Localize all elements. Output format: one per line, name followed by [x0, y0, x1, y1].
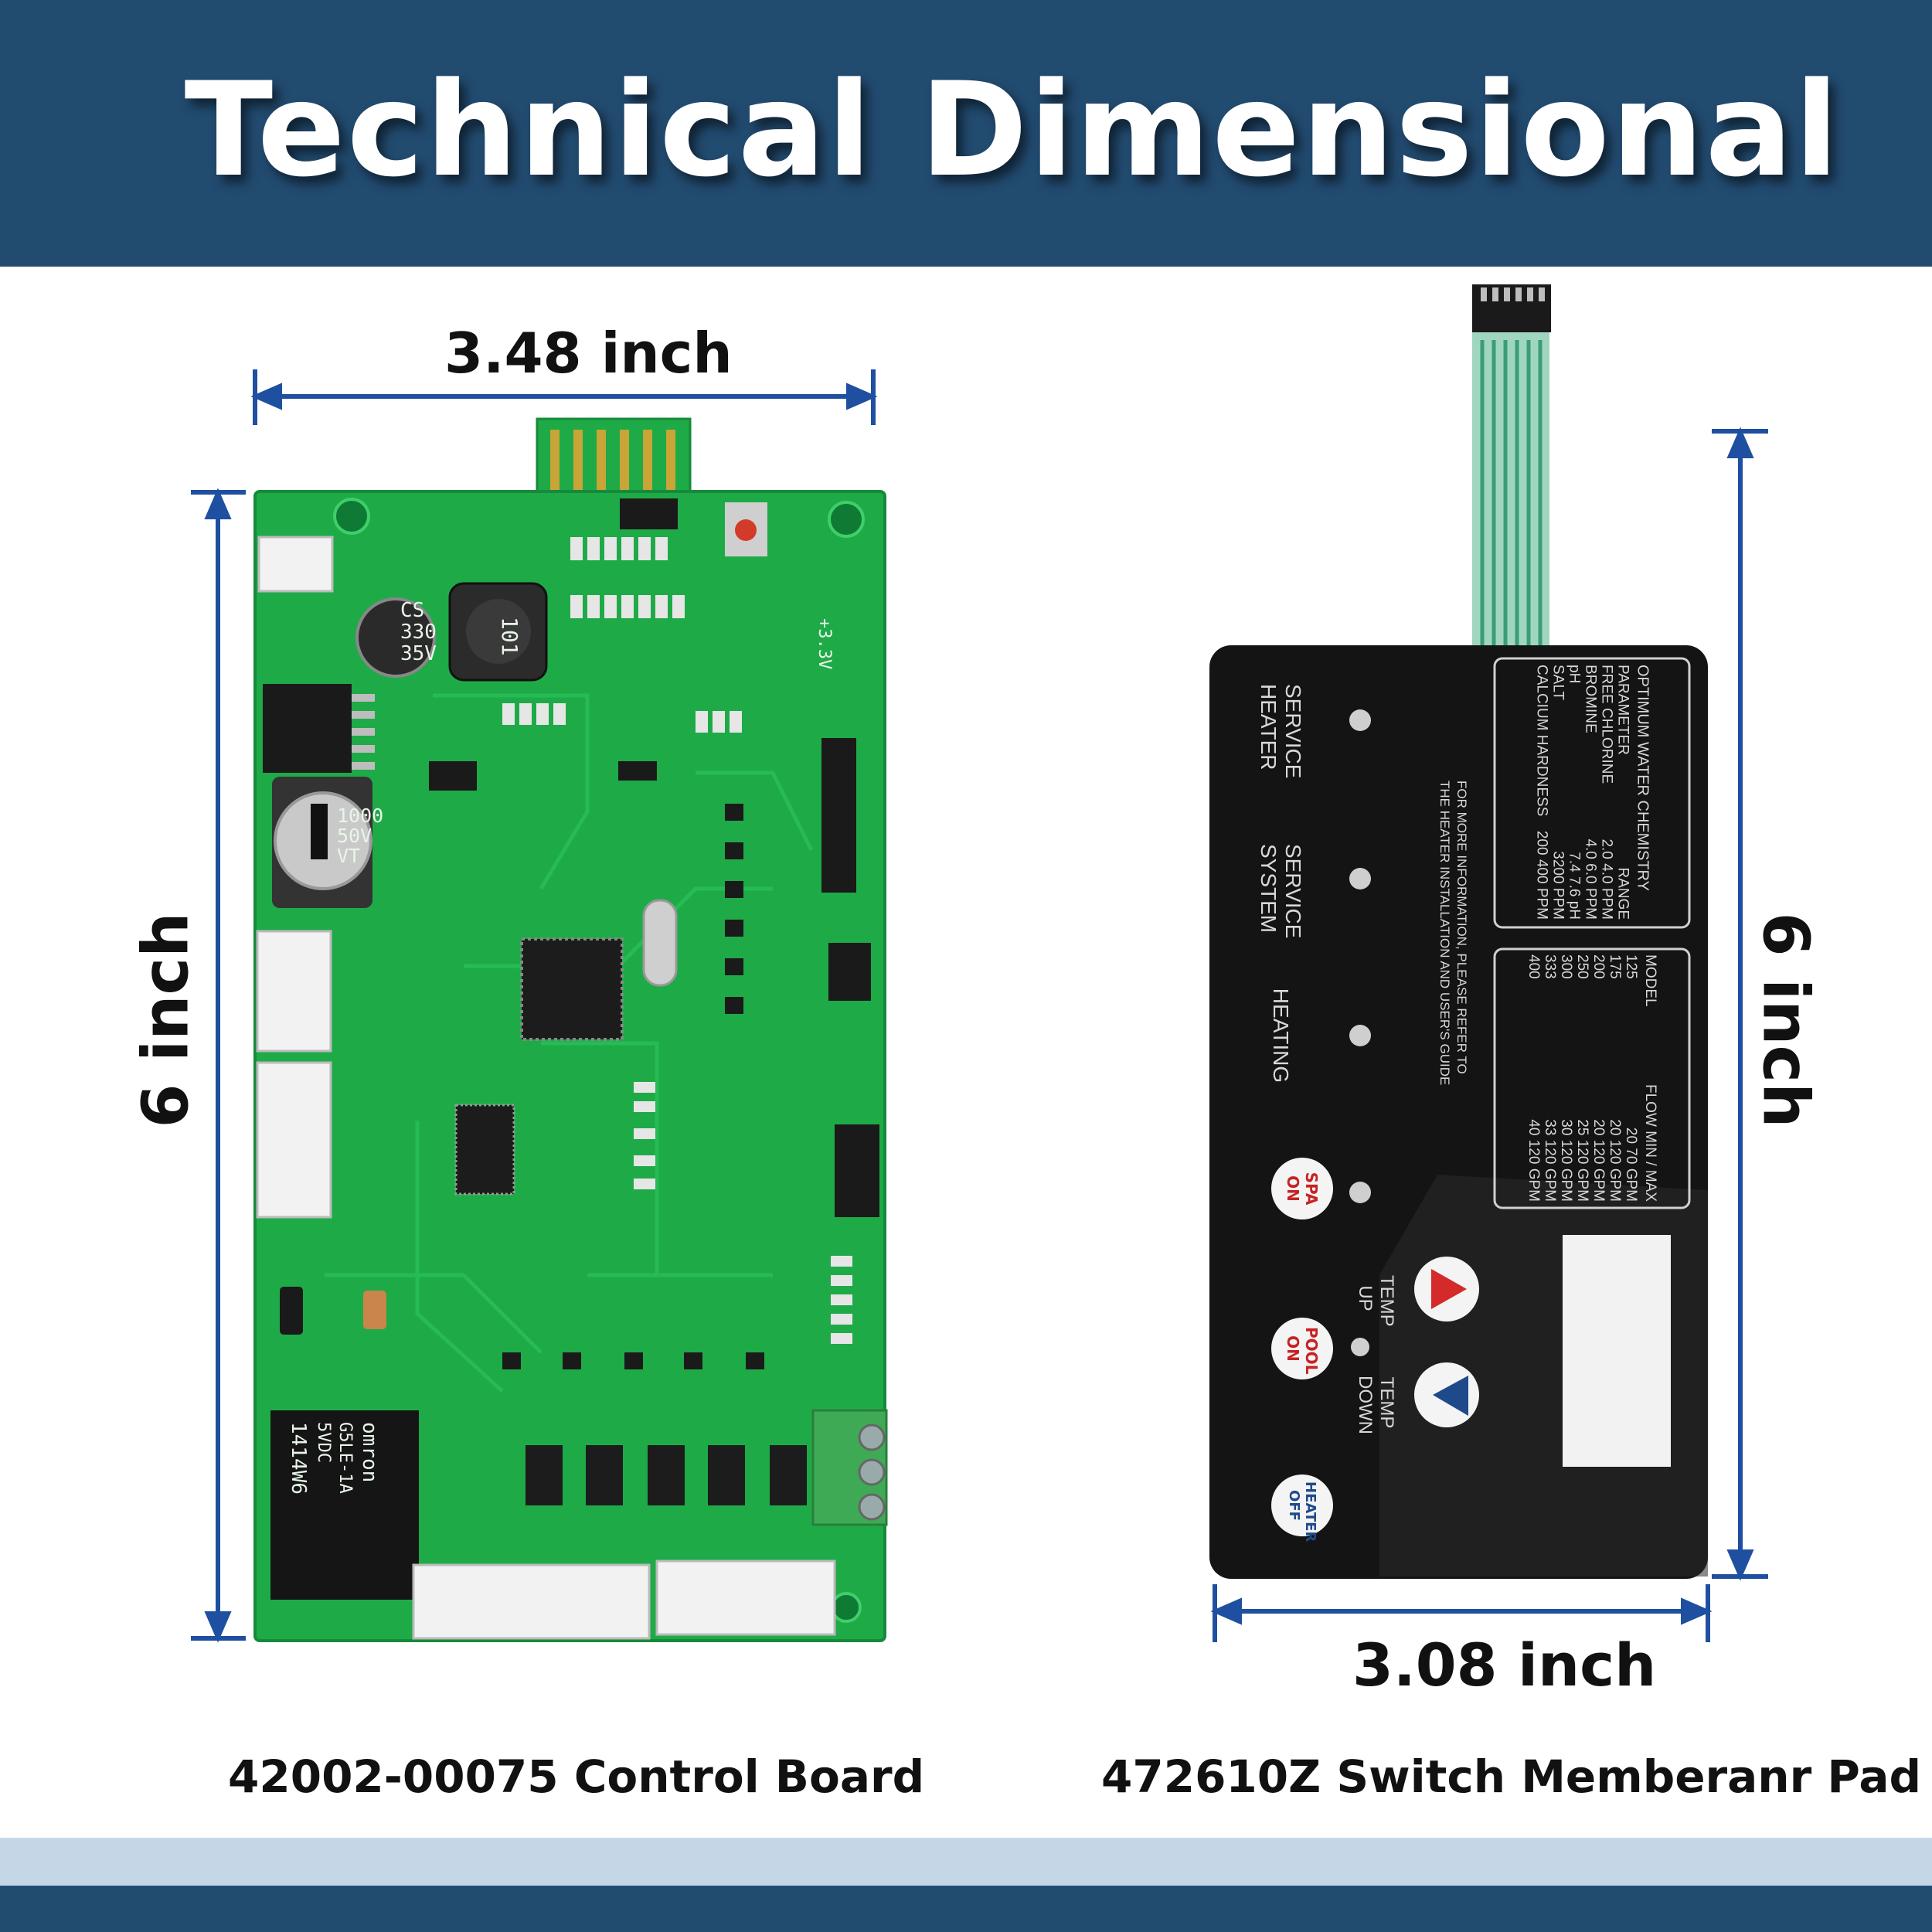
- board-width-label: 3.48 inch: [444, 321, 733, 386]
- chem-range: 7.4 7.6 pH: [1566, 852, 1583, 920]
- inductor-label: 101: [497, 617, 522, 656]
- cap-small-line1: CS: [400, 599, 424, 622]
- footer-band-dark: [0, 1886, 1932, 1932]
- board-voltage-label: +3.3V: [815, 618, 834, 669]
- flow-value: 25 120 GPM: [1574, 1119, 1590, 1202]
- info-line-1: FOR MORE INFORMATION, PLEASE REFER TO: [1454, 781, 1469, 1074]
- header-banner: Technical Dimensional: [0, 0, 1932, 267]
- model-header: MODEL: [1642, 954, 1658, 1007]
- pad-status-heating: HEATING: [1269, 988, 1293, 1083]
- board-caption: 42002-00075 Control Board: [228, 1750, 925, 1803]
- temp-up-button[interactable]: [1414, 1257, 1479, 1321]
- cap-small-line3: 35V: [400, 642, 437, 665]
- pad-caption: 472610Z Switch Memberanr Pad: [1101, 1750, 1921, 1803]
- flow-value: 30 120 GPM: [1558, 1119, 1574, 1202]
- cap-large-line2: 50V: [337, 825, 372, 847]
- model-value: 125: [1623, 954, 1639, 979]
- chem-param: SALT: [1549, 665, 1566, 701]
- relay-voltage: 5VDC: [314, 1422, 333, 1463]
- chemistry-title: OPTIMUM WATER CHEMISTRY: [1634, 665, 1651, 891]
- chem-range: 4.0 6.0 PPM: [1582, 838, 1599, 920]
- model-value: 175: [1607, 954, 1623, 979]
- chem-range: 200 400 PPM: [1533, 830, 1550, 920]
- flow-value: 20 120 GPM: [1607, 1119, 1623, 1202]
- flow-value: 20 70 GPM: [1623, 1127, 1639, 1202]
- footer-band-light: [0, 1838, 1932, 1886]
- cap-large-line1: 1000: [337, 804, 383, 827]
- relay-model: G5LE-1A: [335, 1422, 355, 1494]
- model-flow-table: MODEL FLOW MIN / MAX 125 20 70 GPM 175 20 …: [1526, 954, 1658, 1202]
- temp-up-label: TEMP UP: [1355, 1275, 1397, 1327]
- chemistry-header-parameter: PARAMETER: [1614, 665, 1631, 755]
- cap-large-line3: VT: [337, 845, 360, 867]
- flow-value: 20 120 GPM: [1590, 1119, 1607, 1202]
- model-value: 333: [1542, 954, 1558, 979]
- chemistry-table: OPTIMUM WATER CHEMISTRY PARAMETER RANGE …: [1534, 665, 1651, 920]
- chemistry-header-range: RANGE: [1614, 867, 1631, 920]
- heater-off-button[interactable]: HEATER OFF: [1286, 1481, 1318, 1543]
- chem-param: BROMINE: [1582, 665, 1599, 733]
- info-text: FOR MORE INFORMATION, PLEASE REFER TO TH…: [1436, 781, 1470, 1090]
- info-line-2: THE HEATER INSTALLATION AND USER'S GUIDE: [1437, 781, 1452, 1086]
- flow-value: 33 120 GPM: [1542, 1119, 1558, 1202]
- model-value: 300: [1558, 954, 1574, 979]
- model-value: 200: [1590, 954, 1607, 979]
- pad-width-label: 3.08 inch: [1352, 1631, 1657, 1699]
- model-value: 400: [1526, 954, 1542, 979]
- chem-param: FREE CHLORINE: [1598, 665, 1615, 784]
- chem-range: 3200 PPM: [1549, 851, 1566, 920]
- spa-on-button[interactable]: SPA ON: [1284, 1172, 1321, 1206]
- model-value: 250: [1574, 954, 1590, 979]
- pool-on-button[interactable]: POOL ON: [1284, 1327, 1321, 1375]
- temp-down-button[interactable]: [1414, 1362, 1479, 1427]
- pad-status-service-system: SERVICE SYSTEM: [1257, 844, 1305, 939]
- flow-value: 40 120 GPM: [1526, 1119, 1542, 1202]
- chem-param: pH: [1566, 665, 1583, 684]
- flow-header: FLOW MIN / MAX: [1642, 1084, 1658, 1202]
- pad-status-service-heater: SERVICE HEATER: [1257, 684, 1305, 779]
- relay-brand: omron: [358, 1422, 381, 1482]
- temp-down-label: TEMP DOWN: [1355, 1376, 1397, 1434]
- chem-param: CALCIUM HARDNESS: [1533, 665, 1550, 817]
- chem-range: 2.0 4.0 PPM: [1598, 838, 1615, 920]
- relay-code: 1414W6: [287, 1422, 310, 1495]
- cap-small-line2: 330: [400, 621, 437, 644]
- page-title: Technical Dimensional: [184, 54, 1841, 206]
